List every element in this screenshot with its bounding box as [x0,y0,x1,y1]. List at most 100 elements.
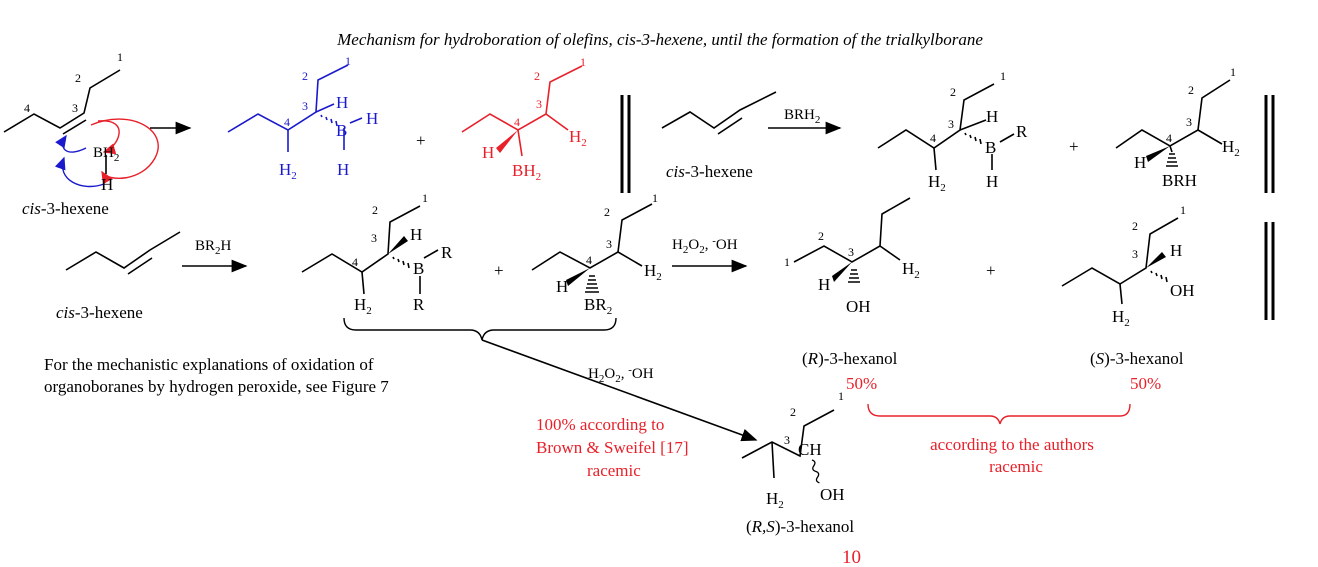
r-percent: 50% [846,374,877,393]
r2b-locant-3: 3 [371,231,377,245]
blue-h-right: H [366,109,378,128]
br2-h2: H2 [644,261,662,283]
brh-hash-bond [1166,153,1178,167]
rs-hexanol-locant-1: 1 [838,389,844,403]
red-locant-4: 4 [514,115,520,129]
blue-locant-1: 1 [345,54,351,68]
s-hexanol-oh: OH [1170,281,1195,300]
r-hexanol-label: (R)-3-hexanol [802,349,898,368]
bh2-group: BH2 [93,145,119,164]
rbh2-hash-bond [964,132,982,145]
s-percent: 50% [1130,374,1161,393]
authors-note-line-2: racemic [989,457,1043,476]
r-hexanol-h: H [818,275,830,294]
r-hexanol-hash [848,269,860,283]
br2-locant-2: 2 [604,205,610,219]
locant-1: 1 [117,50,123,64]
brown-note-line-2: Brown & Sweifel [17] [536,438,689,457]
brh-h2: H2 [1222,137,1240,159]
plus-4: + [986,261,996,280]
red-h: H [482,143,494,162]
rbh2-locant-4: 4 [930,131,936,145]
r-hexanol-h2: H2 [902,259,920,281]
r2b-product-structure [301,205,439,295]
rs-hexanol-oh: OH [820,485,845,504]
red-locant-3: 3 [536,97,542,111]
separator-row2 [1264,222,1275,320]
s-hexanol-locant-3: 3 [1132,247,1138,261]
blue-locant-4: 4 [284,115,290,129]
rs-hexanol-structure [741,409,835,479]
explanation-line-1: For the mechanistic explanations of oxid… [44,355,374,374]
hexene-bh3-electron-arrows [54,118,159,188]
plus-1: + [416,131,426,150]
rbh2-h-bottom: H [986,172,998,191]
br2-locant-3: 3 [606,237,612,251]
authors-note-line-1: according to the authors [930,435,1094,454]
rs-hexanol-locant-3: 3 [784,433,790,447]
locant-2: 2 [75,71,81,85]
rbh2-locant-1: 1 [1000,69,1006,83]
r2b-h: H [410,225,422,244]
br2-locant-1: 1 [652,191,658,205]
r2b-hash-bond [392,256,410,269]
blue-locant-3: 3 [302,99,308,113]
red-wedge-bond [496,130,518,153]
br2-wedge-bond [566,268,590,286]
r2b-r-right: R [441,243,453,262]
s-hexanol-wedge [1146,252,1166,268]
r2b-locant-4: 4 [352,255,358,269]
blue-h2: H2 [279,160,297,182]
blue-h-top: H [336,93,348,112]
reagent-brh2: BRH2 [784,107,820,126]
reagent-h2o2-oh-b: H2O2, -OH [588,364,654,385]
red-locant-2: 2 [534,69,540,83]
blue-product-structure [227,64,363,152]
rbh2-h-top: H [986,107,998,126]
hexene-structure-c [65,231,181,275]
s-hexanol-h2: H2 [1112,307,1130,329]
rbh2-product-structure [877,83,1015,171]
hexene-structure-b [661,91,777,135]
brh-product-structure [1115,79,1231,153]
plus-2: + [1069,137,1079,156]
blue-boron: B [336,121,347,140]
separator-row1-a [620,95,631,193]
brown-note-line-3: racemic [587,461,641,480]
red-product-structure [461,65,583,157]
rs-hexanol-label: (R,S)-3-hexanol [746,517,854,536]
br2-br2: BR2 [584,295,612,317]
reagent-br2h: BR2H [195,238,232,257]
s-hexanol-locant-1: 1 [1180,203,1186,217]
rbh2-locant-3: 3 [948,117,954,131]
authors-brace [867,403,1131,425]
brh-locant-3: 3 [1186,115,1192,129]
rbh2-boron: B [985,138,996,157]
s-hexanol-locant-2: 2 [1132,219,1138,233]
r-hexanol-locant-3: 3 [848,245,854,259]
r2b-locant-1: 1 [422,191,428,205]
brh-locant-4: 4 [1166,131,1172,145]
s-hexanol-label: (S)-3-hexanol [1090,349,1184,368]
r2b-h2: H2 [354,295,372,317]
r-hexanol-oh: OH [846,297,871,316]
brh-brh: BRH [1162,171,1197,190]
locant-4: 4 [24,101,30,115]
reagent-h2o2-oh: H2O2, -OH [672,235,738,256]
red-bh2: BH2 [512,161,541,183]
cis-3-hexene-label-c: cis-3-hexene [56,303,143,322]
blue-hash-bond [320,114,338,127]
scheme-title: Mechanism for hydroboration of olefins, … [336,30,983,49]
blue-locant-2: 2 [302,69,308,83]
reaction-arrow-5 [481,339,758,442]
rs-hexanol-wavy-bond [811,459,820,484]
brh-h: H [1134,153,1146,172]
compound-number: 10 [842,547,861,567]
blue-h-bottom: H [337,160,349,179]
s-hexanol-structure [1061,217,1179,305]
br2-hash-bond [585,275,599,293]
brown-note-line-1: 100% according to [536,415,664,434]
r-hexanol-locant-1: 1 [784,255,790,269]
locant-3: 3 [72,101,78,115]
